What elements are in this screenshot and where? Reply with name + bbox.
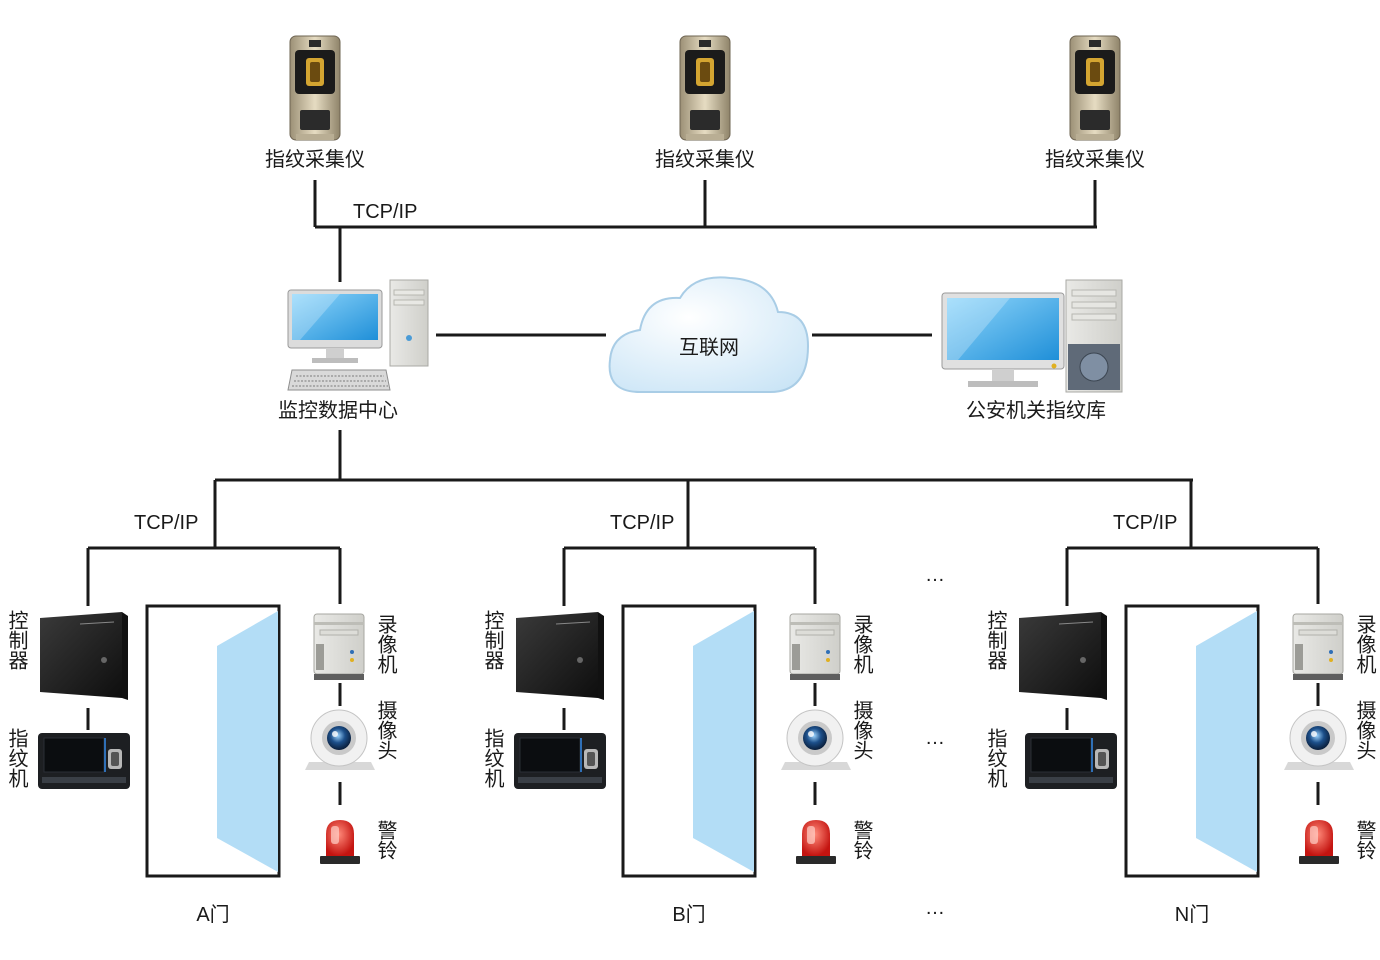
recorder-label: 录像机 [850, 614, 872, 674]
alarm-light-icon [320, 820, 360, 864]
controller-label: 控制器 [5, 610, 27, 670]
fingerprint-scanner-icon [679, 35, 731, 141]
controller-box-icon [1018, 611, 1108, 701]
recorder-label: 录像机 [1353, 614, 1375, 674]
fingerprint-machine-label: 指纹机 [481, 728, 503, 788]
door-b-label: B门 [672, 904, 706, 926]
video-recorder-icon [789, 613, 841, 681]
internet-label: 互联网 [679, 337, 739, 359]
tcpip-label-b: TCP/IP [610, 512, 675, 534]
controller-label: 控制器 [481, 610, 503, 670]
fingerprint-machine-label: 指纹机 [984, 728, 1006, 788]
alarm-label: 警铃 [374, 820, 396, 860]
security-camera-icon [1283, 709, 1355, 771]
controller-box-icon [515, 611, 605, 701]
monitor-center-label: 监控数据中心 [278, 400, 398, 422]
connection-lines [86, 180, 1320, 805]
cloud-icon [608, 276, 810, 393]
security-camera-icon [780, 709, 852, 771]
controller-box-icon [39, 611, 129, 701]
security-camera-icon [304, 709, 376, 771]
camera-label: 摄像头 [374, 700, 396, 760]
ellipsis-middle: … [925, 727, 946, 749]
scanner-label-2: 指纹采集仪 [655, 149, 755, 171]
alarm-light-icon [1299, 820, 1339, 864]
alarm-light-icon [796, 820, 836, 864]
recorder-label: 录像机 [374, 614, 396, 674]
scanner-label-1: 指纹采集仪 [265, 149, 365, 171]
fingerprint-scanner-icon [1069, 35, 1121, 141]
fingerprint-scanner-icon [289, 35, 341, 141]
camera-label: 摄像头 [850, 700, 872, 760]
door-icon [621, 604, 757, 878]
controller-label: 控制器 [984, 610, 1006, 670]
camera-label: 摄像头 [1353, 700, 1375, 760]
ellipsis-bottom: … [925, 897, 946, 919]
tcpip-label-a: TCP/IP [134, 512, 199, 534]
alarm-label: 警铃 [850, 820, 872, 860]
door-icon [145, 604, 281, 878]
scanner-label-3: 指纹采集仪 [1045, 149, 1145, 171]
alarm-label: 警铃 [1353, 820, 1375, 860]
door-a-label: A门 [196, 904, 230, 926]
desktop-computer-icon [941, 279, 1123, 393]
ellipsis-top: … [925, 564, 946, 586]
tcpip-label-n: TCP/IP [1113, 512, 1178, 534]
fingerprint-reader-icon [513, 732, 607, 790]
door-icon [1124, 604, 1260, 878]
video-recorder-icon [313, 613, 365, 681]
door-n-label: N门 [1174, 904, 1210, 926]
fingerprint-machine-label: 指纹机 [5, 728, 27, 788]
tcpip-label-top: TCP/IP [353, 201, 418, 223]
video-recorder-icon [1292, 613, 1344, 681]
desktop-computer-icon [287, 279, 429, 391]
police-db-label: 公安机关指纹库 [966, 400, 1106, 422]
fingerprint-reader-icon [37, 732, 131, 790]
fingerprint-reader-icon [1024, 732, 1118, 790]
